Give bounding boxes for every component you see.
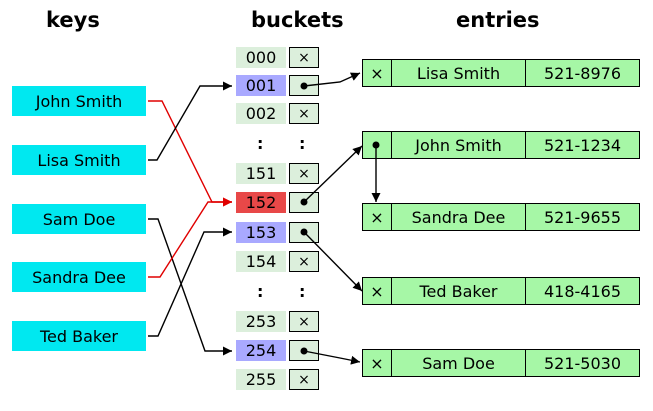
entry-next-pointer: × bbox=[370, 281, 384, 301]
entry-phone: 521-9655 bbox=[525, 204, 639, 230]
entry-phone: 521-1234 bbox=[525, 132, 639, 158]
pointer-153-to-ted-baker bbox=[303, 231, 363, 292]
bucket-ellipsis: : bbox=[257, 282, 264, 301]
bucket-index-255: 255 bbox=[236, 369, 286, 390]
entry-name: Lisa Smith bbox=[391, 60, 525, 86]
entry-sandra-dee: × Sandra Dee 521-9655 bbox=[362, 203, 640, 231]
bucket-ellipsis: : bbox=[257, 134, 264, 153]
bucket-pointer-ellipsis: : bbox=[299, 134, 306, 153]
entry-name: John Smith bbox=[391, 132, 525, 158]
bucket-pointer-null: × bbox=[289, 369, 319, 390]
entry-sam-doe: × Sam Doe 521-5030 bbox=[362, 349, 640, 377]
buckets-heading: buckets bbox=[251, 8, 344, 32]
link-john-smith bbox=[148, 100, 232, 207]
bucket-index-254: 254 bbox=[236, 340, 286, 361]
bucket-index-151: 151 bbox=[236, 163, 286, 184]
link-lisa-smith bbox=[148, 81, 232, 161]
entry-name: Sandra Dee bbox=[391, 204, 525, 230]
key-sandra-dee: Sandra Dee bbox=[12, 262, 146, 292]
entries-heading: entries bbox=[456, 8, 540, 32]
bucket-pointer-null: × bbox=[289, 47, 319, 68]
entry-name: Sam Doe bbox=[391, 350, 525, 376]
entry-next-pointer: × bbox=[370, 207, 384, 227]
keys-heading: keys bbox=[46, 8, 100, 32]
bucket-pointer-null: × bbox=[289, 311, 319, 332]
bucket-index-000: 000 bbox=[236, 47, 286, 68]
bucket-index-002: 002 bbox=[236, 103, 286, 124]
entry-next-pointer: × bbox=[370, 63, 384, 83]
bucket-pointer-ellipsis: : bbox=[299, 282, 306, 301]
link-sam-doe bbox=[148, 218, 232, 356]
entry-lisa-smith: × Lisa Smith 521-8976 bbox=[362, 59, 640, 87]
entry-name: Ted Baker bbox=[391, 278, 525, 304]
entry-phone: 521-5030 bbox=[525, 350, 639, 376]
entry-phone: 418-4165 bbox=[525, 278, 639, 304]
bucket-index-001: 001 bbox=[236, 75, 286, 96]
entry-john-smith: John Smith 521-1234 bbox=[362, 131, 640, 159]
bucket-pointer-null: × bbox=[289, 103, 319, 124]
entry-next-pointer: × bbox=[370, 353, 384, 373]
pointer-254-to-sam-doe bbox=[303, 350, 361, 365]
key-sam-doe: Sam Doe bbox=[12, 204, 146, 234]
entry-ted-baker: × Ted Baker 418-4165 bbox=[362, 277, 640, 305]
link-ted-baker bbox=[148, 227, 232, 337]
key-john-smith: John Smith bbox=[12, 86, 146, 116]
pointer-152-to-john-smith bbox=[303, 145, 363, 203]
entry-phone: 521-8976 bbox=[525, 60, 639, 86]
key-lisa-smith: Lisa Smith bbox=[12, 145, 146, 175]
bucket-index-253: 253 bbox=[236, 311, 286, 332]
bucket-pointer-null: × bbox=[289, 163, 319, 184]
pointer-001-to-lisa-smith bbox=[303, 72, 361, 87]
bucket-index-154: 154 bbox=[236, 251, 286, 272]
bucket-index-152: 152 bbox=[236, 192, 286, 213]
key-ted-baker: Ted Baker bbox=[12, 321, 146, 351]
bucket-index-153: 153 bbox=[236, 222, 286, 243]
link-sandra-dee bbox=[148, 197, 232, 278]
bucket-pointer-null: × bbox=[289, 251, 319, 272]
